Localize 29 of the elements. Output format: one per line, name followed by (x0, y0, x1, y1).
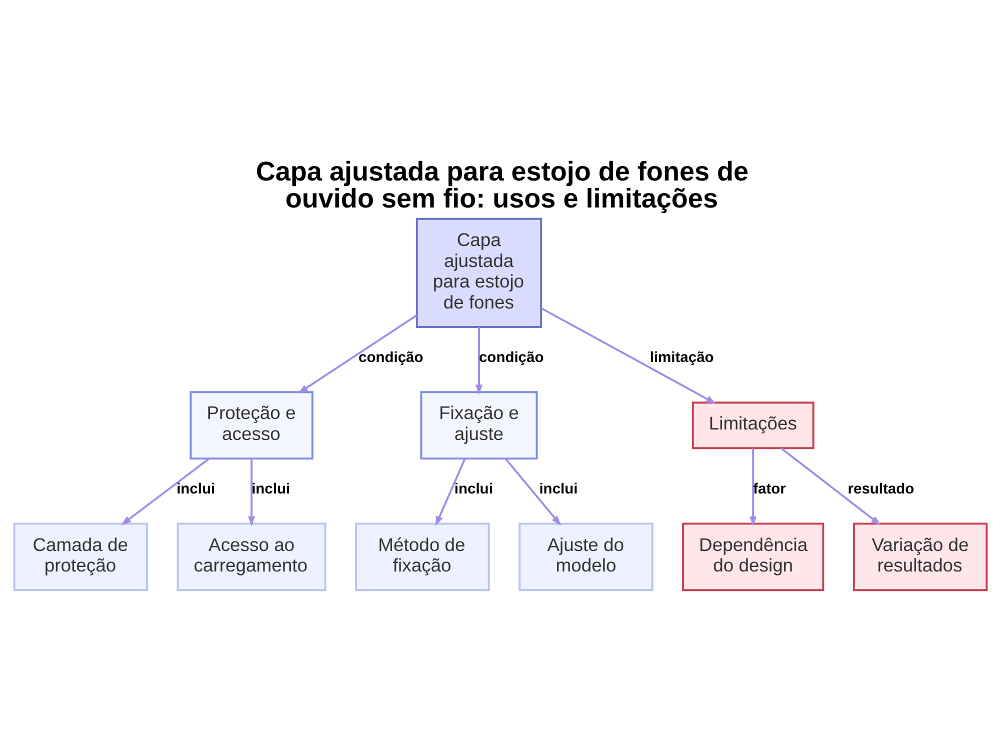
edge-label: inclui (176, 482, 215, 498)
edge-label: limitação (649, 350, 714, 366)
edge-label: inclui (251, 482, 290, 498)
node-box: Capa ajustada para estojo de fones (415, 218, 542, 328)
edge-label: resultado (847, 482, 914, 498)
node-box: Camada de proteção (12, 522, 148, 592)
edge-label: inclui (454, 482, 492, 498)
arrow (749, 448, 756, 526)
arrow (474, 327, 482, 395)
edge-label: condição (358, 350, 423, 366)
node-box: Ajuste do modelo (518, 522, 653, 592)
diagram-title: Capa ajustada para estojo de fones de ouvido sem fio: usos e limitações (255, 156, 748, 214)
node-box: Proteção e acesso (189, 391, 313, 460)
edge-label: inclui (538, 482, 578, 498)
node-box: Variação de resultados (852, 522, 988, 592)
node-box: Fixação e ajuste (420, 391, 538, 460)
arrow (248, 458, 255, 526)
node-box: Dependência do design (682, 522, 824, 592)
arrow (434, 458, 466, 526)
edge-label: condição (478, 350, 544, 366)
arrow (540, 307, 716, 404)
arrow (504, 458, 561, 526)
node-box: Acesso ao carregamento (176, 522, 326, 592)
node-box: Método de fixação (354, 522, 490, 592)
arrow (780, 447, 881, 526)
edge-label: fator (752, 482, 786, 498)
node-box: Limitações (691, 402, 814, 450)
arrow (297, 314, 417, 394)
arrow (120, 458, 209, 526)
